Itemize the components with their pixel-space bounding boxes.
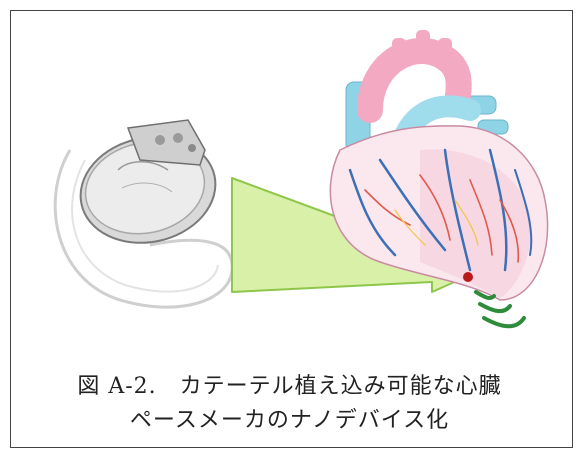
caption-line-1: 図 A-2. カテーテル植え込み可能な心臓 [0, 368, 579, 400]
pacemaker-icon [71, 120, 226, 255]
nanodevice-icon [463, 272, 473, 282]
caption-line-2: ペースメーカのナノデバイス化 [0, 402, 579, 434]
